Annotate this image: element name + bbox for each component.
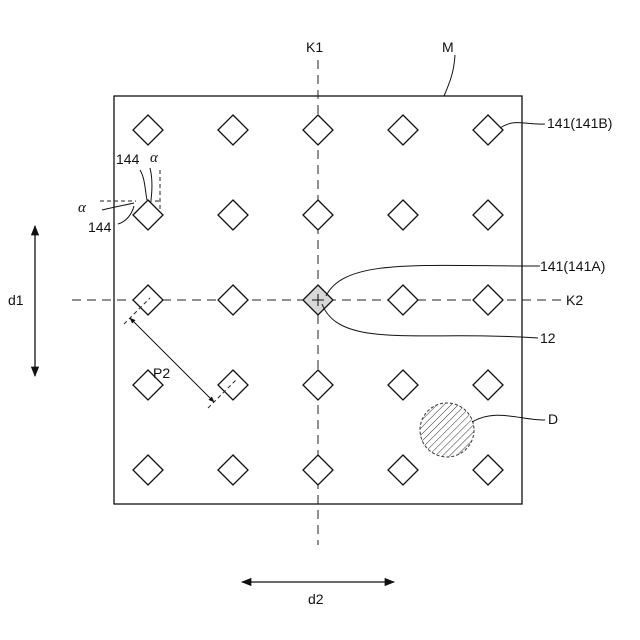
label-k2: K2 <box>566 292 583 308</box>
diamond-hole <box>133 115 163 145</box>
diamond-hole <box>473 370 503 400</box>
label-side-left: 144 <box>88 219 112 235</box>
diamond-hole <box>473 285 503 315</box>
diamond-hole <box>303 370 333 400</box>
diamond-hole <box>218 115 248 145</box>
diamond-hole <box>218 285 248 315</box>
diamond-hole <box>133 200 163 230</box>
diamond-hole <box>133 455 163 485</box>
label-k1: K1 <box>306 39 323 55</box>
label-side-top: 144 <box>116 151 140 167</box>
diamond-hole <box>473 115 503 145</box>
label-pitch: P2 <box>153 365 170 381</box>
leader-m <box>444 55 455 96</box>
label-region-d: D <box>548 411 558 427</box>
diamond-hole <box>388 200 418 230</box>
diamond-hole <box>303 200 333 230</box>
diamond-hole <box>218 200 248 230</box>
label-angle-left: α <box>78 200 87 216</box>
label-angle-top: α <box>150 150 159 166</box>
diamond-hole <box>303 455 333 485</box>
label-hole-a: 141(141A) <box>540 258 605 274</box>
diamond-hole <box>218 370 248 400</box>
label-d2: d2 <box>308 591 324 607</box>
label-hole-b: 141(141B) <box>547 115 612 131</box>
region-d-circle <box>420 403 474 457</box>
diamond-hole <box>133 285 163 315</box>
leader-region-d <box>472 415 545 422</box>
label-center-mark: 12 <box>540 330 556 346</box>
diamond-hole <box>218 455 248 485</box>
leader-center-mark <box>322 304 538 338</box>
diamond-hole <box>473 200 503 230</box>
diamond-hole <box>473 455 503 485</box>
leader-hole-a <box>326 265 540 296</box>
label-d1: d1 <box>8 292 24 308</box>
label-m: M <box>442 39 454 55</box>
diamond-hole <box>388 455 418 485</box>
diamond-hole <box>388 370 418 400</box>
diamond-hole <box>388 285 418 315</box>
diamond-hole <box>388 115 418 145</box>
diamond-hole <box>303 115 333 145</box>
